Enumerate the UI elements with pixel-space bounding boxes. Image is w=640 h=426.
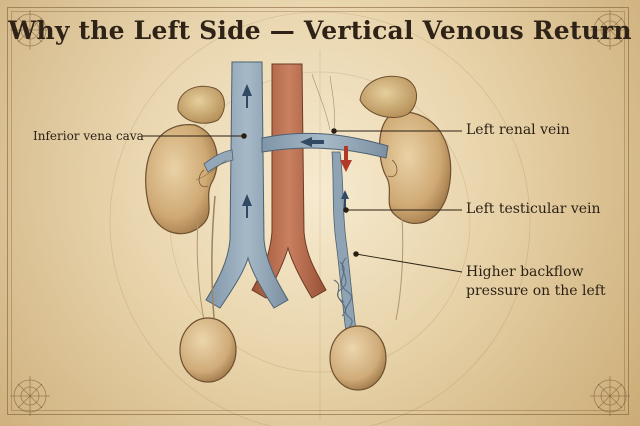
label-left-testicular-vein: Left testicular vein — [466, 201, 601, 217]
label-backflow-line-1: Higher backflow — [466, 264, 584, 280]
label-backflow-pressure: Higher backflow pressure on the left — [466, 263, 606, 301]
left-adrenal-gland — [359, 75, 417, 118]
right-kidney — [145, 124, 218, 235]
left-renal-vein — [261, 132, 389, 159]
right-testicle — [179, 317, 237, 383]
right-testicular-vessel — [211, 195, 216, 319]
label-backflow-line-2: pressure on the left — [466, 283, 606, 299]
nerve-strands — [195, 73, 335, 181]
inferior-vena-cava — [205, 61, 289, 309]
right-ureter — [196, 221, 205, 321]
inner-frame — [11, 11, 625, 411]
label-inferior-vena-cava: Inferior vena cava — [33, 129, 144, 143]
compass-rose-icon — [10, 10, 630, 416]
leader-lines — [142, 128, 463, 273]
right-renal-vein — [203, 149, 234, 173]
arrow-down-icon — [340, 146, 352, 172]
left-ureter — [395, 217, 404, 321]
left-testicle — [329, 325, 387, 391]
outer-frame — [7, 7, 629, 415]
right-adrenal-gland — [177, 85, 225, 124]
renal-flow-arrow-icon — [300, 137, 324, 147]
label-left-renal-vein: Left renal vein — [466, 122, 570, 138]
testicular-flow-arrow-icon — [341, 190, 349, 208]
left-kidney — [378, 111, 452, 224]
page-title: Why the Left Side — Vertical Venous Retu… — [8, 16, 632, 45]
arrow-up-icon — [242, 84, 252, 218]
